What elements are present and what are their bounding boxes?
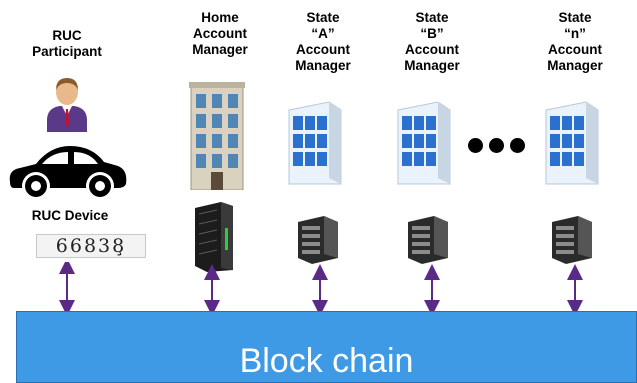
state-a-label-line4: Manager <box>295 58 351 73</box>
state-a-label-line2: “A” <box>311 26 335 41</box>
blockchain-label: Block chain <box>239 342 414 380</box>
ellipsis-dot-icon <box>468 138 483 153</box>
car-icon <box>9 146 127 200</box>
state-b-server-icon <box>408 216 448 264</box>
state-a-server-icon <box>298 216 338 264</box>
state-a-label-line3: Account <box>296 42 350 57</box>
connector-arrows <box>59 262 583 314</box>
state-b-label-line2: “B” <box>420 26 444 41</box>
state-a-building-icon <box>288 101 342 185</box>
state-b-label-line1: State <box>415 10 449 25</box>
ruc-participant-label: RUC Participant <box>22 28 112 60</box>
home-account-manager-label: Home Account Manager <box>175 10 265 58</box>
state-n-label-line1: State <box>558 10 592 25</box>
ruc-participant-label-line1: RUC <box>52 28 82 43</box>
state-b-account-manager-label: State “B” Account Manager <box>387 10 477 74</box>
state-b-label-line4: Manager <box>404 58 460 73</box>
state-a-label-line1: State <box>306 10 340 25</box>
ruc-participant-label-line2: Participant <box>32 44 102 59</box>
office-building-icon <box>189 82 245 190</box>
person-icon <box>47 78 87 132</box>
state-n-account-manager-label: State “n” Account Manager <box>530 10 620 74</box>
ellipsis-dot-icon <box>489 138 504 153</box>
home-label-line1: Home <box>201 10 239 25</box>
state-n-label-line4: Manager <box>547 58 603 73</box>
mainframe-server-icon <box>195 202 233 272</box>
state-n-label-line2: “n” <box>564 26 586 41</box>
state-b-label-line3: Account <box>405 42 459 57</box>
odometer-display: 66838̧ <box>36 234 146 258</box>
blockchain-bar: Block chain <box>16 311 637 383</box>
state-n-server-icon <box>552 216 592 264</box>
ellipsis-dot-icon <box>510 138 525 153</box>
state-n-label-line3: Account <box>548 42 602 57</box>
ruc-device-label: RUC Device <box>31 208 109 223</box>
state-a-account-manager-label: State “A” Account Manager <box>278 10 368 74</box>
more-states-ellipsis-icon <box>468 138 531 158</box>
state-n-building-icon <box>545 101 599 185</box>
home-label-line2: Account <box>193 26 247 41</box>
state-b-building-icon <box>397 101 451 185</box>
home-label-line3: Manager <box>192 42 248 57</box>
